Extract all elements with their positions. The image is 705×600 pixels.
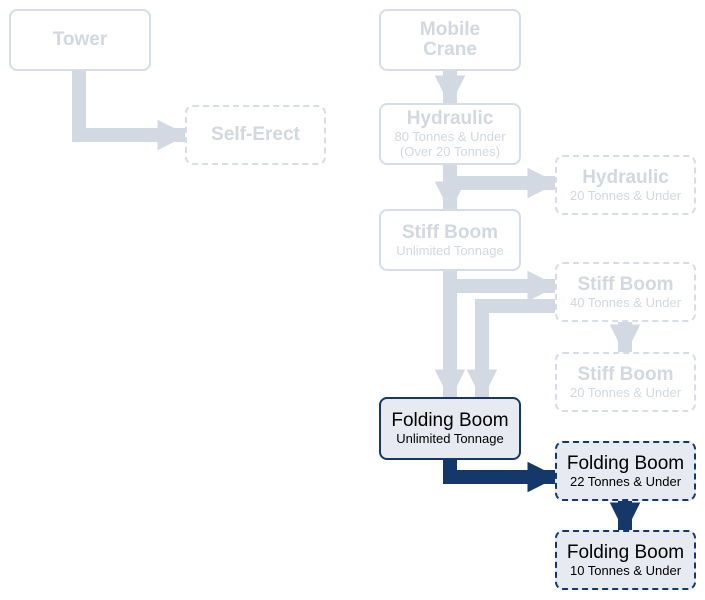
node-stiff-boom-unlimited-sub: Unlimited Tonnage xyxy=(396,242,504,258)
node-folding-boom-10-title: Folding Boom xyxy=(566,541,685,563)
node-mobile-crane-title-line2: Crane xyxy=(423,39,477,60)
node-mobile-crane: Mobile Crane xyxy=(379,9,521,71)
node-stiff-boom-20: Stiff Boom 20 Tonnes & Under xyxy=(555,352,696,412)
node-tower-title: Tower xyxy=(52,29,108,51)
node-stiff-boom-20-sub: 20 Tonnes & Under xyxy=(569,384,682,400)
node-self-erect-title: Self-Erect xyxy=(211,124,300,146)
node-stiff-boom-40: Stiff Boom 40 Tonnes & Under xyxy=(555,262,696,322)
node-folding-boom-unlimited-sub: Unlimited Tonnage xyxy=(396,431,504,447)
arrow-tower-to-self-erect xyxy=(72,70,189,151)
node-folding-boom-22: Folding Boom 22 Tonnes & Under xyxy=(555,441,696,501)
node-hydraulic-80-title: Hydraulic xyxy=(406,108,494,130)
node-hydraulic-80-sub-line1: 80 Tonnes & Under xyxy=(394,129,506,145)
arrow-stiff-boom-40-to-folding-boom-unlimited xyxy=(466,299,556,401)
node-stiff-boom-40-title: Stiff Boom xyxy=(577,273,674,295)
arrow-stiff-boom-unlimited-to-stiff-boom-40 xyxy=(443,270,559,302)
node-mobile-crane-title-line1: Mobile xyxy=(419,19,481,41)
node-stiff-boom-unlimited: Stiff Boom Unlimited Tonnage xyxy=(379,209,521,271)
node-folding-boom-22-sub: 22 Tonnes & Under xyxy=(569,473,682,489)
node-self-erect: Self-Erect xyxy=(185,105,326,165)
node-hydraulic-20-title: Hydraulic xyxy=(582,166,669,188)
node-hydraulic-20-sub: 20 Tonnes & Under xyxy=(569,187,682,203)
node-tower: Tower xyxy=(9,9,151,71)
node-folding-boom-unlimited-title: Folding Boom xyxy=(391,410,509,432)
node-hydraulic-20: Hydraulic 20 Tonnes & Under xyxy=(555,155,696,215)
node-folding-boom-10: Folding Boom 10 Tonnes & Under xyxy=(555,530,696,590)
node-stiff-boom-20-title: Stiff Boom xyxy=(577,363,674,385)
node-stiff-boom-unlimited-title: Stiff Boom xyxy=(401,221,499,243)
node-hydraulic-80-sub-line2: (Over 20 Tonnes) xyxy=(399,143,501,159)
node-folding-boom-unlimited: Folding Boom Unlimited Tonnage xyxy=(379,397,521,460)
node-hydraulic-80: Hydraulic 80 Tonnes & Under (Over 20 Ton… xyxy=(379,103,521,165)
node-folding-boom-22-title: Folding Boom xyxy=(566,452,685,474)
node-stiff-boom-40-sub: 40 Tonnes & Under xyxy=(569,294,682,310)
node-folding-boom-10-sub: 10 Tonnes & Under xyxy=(569,562,682,578)
arrow-folding-boom-unlimited-to-folding-boom-22 xyxy=(443,459,559,493)
